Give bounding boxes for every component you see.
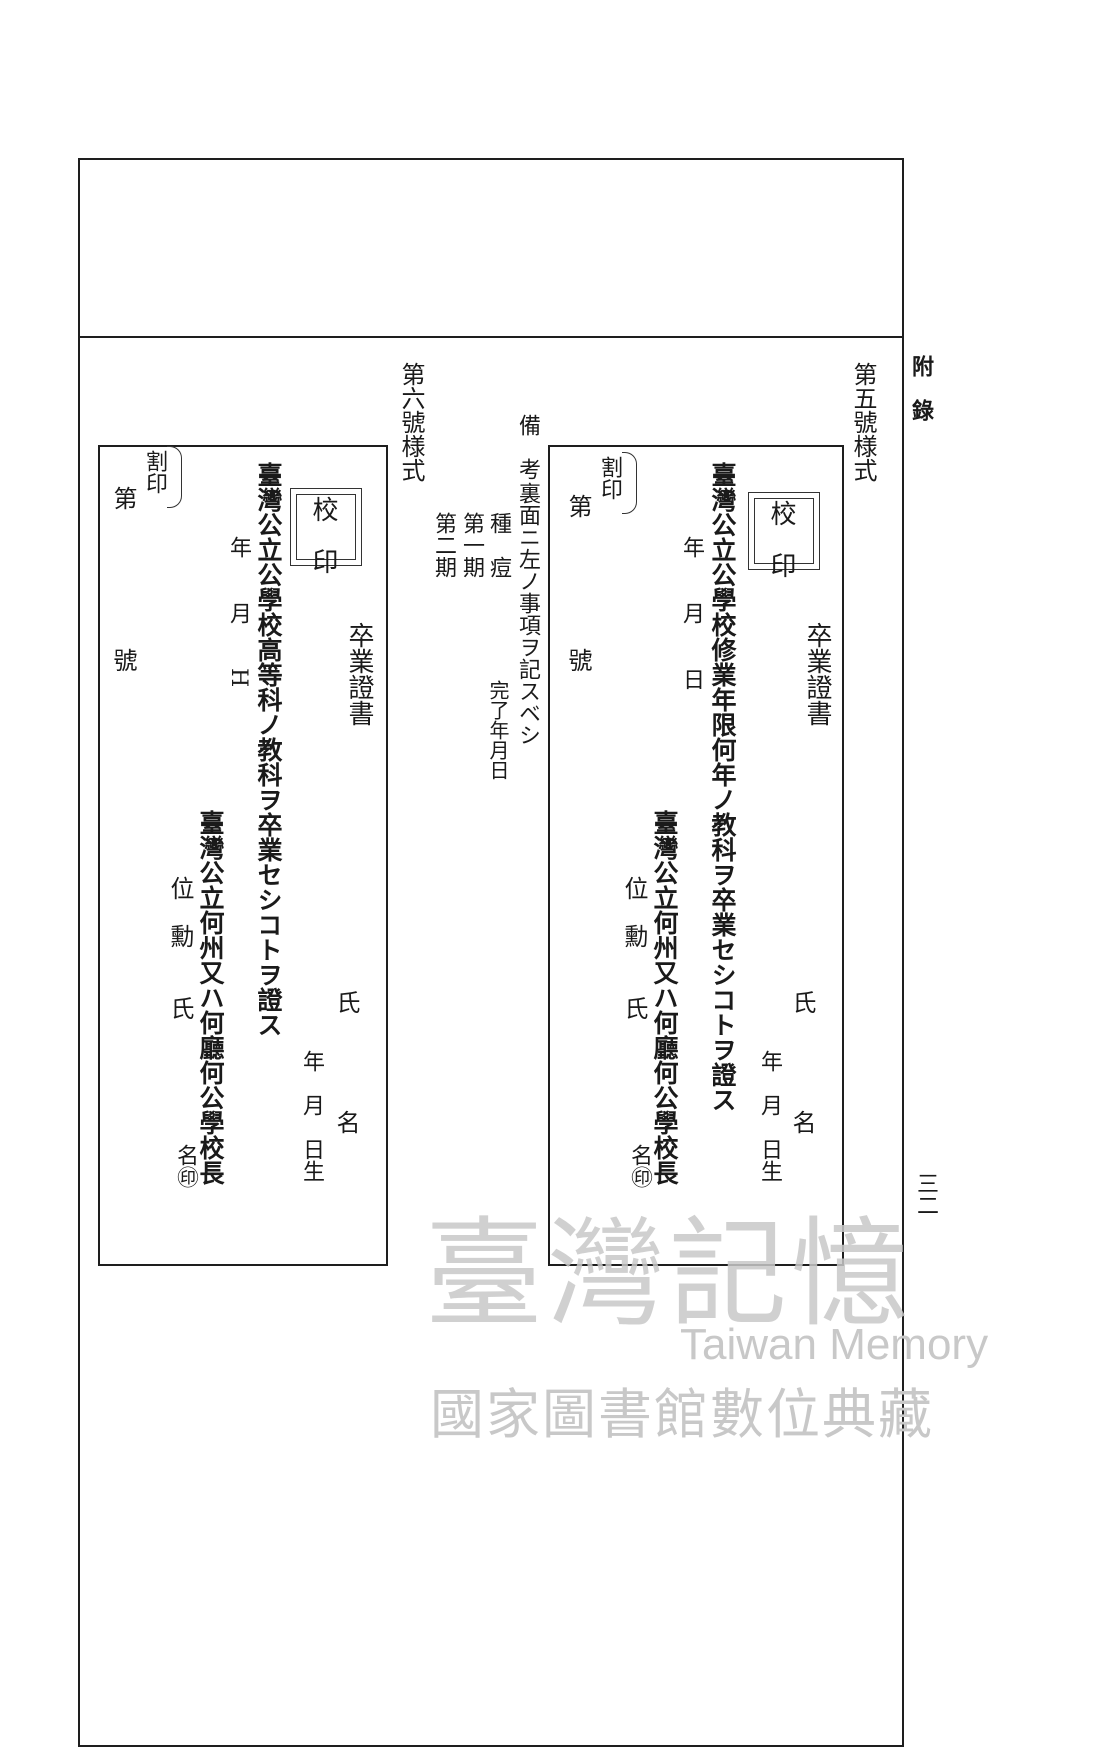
form5-split-seal-label: 割印	[597, 456, 622, 500]
form5-number-label: 第	[564, 494, 592, 518]
notes-item-second-period: 第二期	[431, 512, 456, 578]
form6-signature-line: 名㊞	[173, 1144, 198, 1188]
form5-date-line: 年 月 日	[679, 536, 704, 690]
form5-school-seal: 校 印	[766, 500, 796, 578]
page-number: 三二	[913, 1172, 938, 1216]
notes-intro: 裏面ニ左ノ事項ヲ記スベシ	[515, 482, 540, 746]
form6-split-seal-bracket	[167, 446, 182, 508]
form5-name-line: 氏 名	[788, 990, 816, 1134]
form5-title: 第五號様式	[849, 362, 877, 482]
watermark-calligraphy: 臺灣記憶	[425, 1205, 914, 1343]
watermark-latin: Taiwan Memory	[680, 1320, 989, 1369]
form6-school-seal-box	[290, 488, 362, 566]
form6-date-line: 年 月 H	[226, 536, 251, 688]
form5-school-seal-box	[748, 492, 820, 570]
form5-principal-line: 臺灣公立何州又ハ何廳何公學校長	[650, 810, 679, 1185]
form6-school-seal: 校 印	[308, 496, 338, 574]
notes-title: 備 考	[515, 414, 540, 480]
form6-name-line: 氏 名	[332, 990, 360, 1134]
notes-item-first-period: 第一期	[459, 512, 484, 578]
form5-rank-line: 位 勳 氏	[620, 876, 648, 1020]
watermark-library: 國家圖書館數位典藏	[430, 1385, 934, 1445]
form6-principal-line: 臺灣公立何州又ハ何廳何公學校長	[196, 810, 225, 1185]
section-title: 附 錄	[908, 355, 934, 421]
form5-certificate-box	[548, 445, 844, 1266]
form6-split-seal-label: 割印	[142, 450, 167, 494]
form6-number-label: 第	[109, 486, 137, 510]
form5-cert-title: 卒業證書	[802, 622, 832, 726]
notes-item-vaccination: 種 痘	[486, 512, 511, 578]
form5-body-text: 臺灣公立公學校修業年限何年ノ教科ヲ卒業セシコトヲ證ス	[708, 462, 737, 1112]
form5-signature-line: 名㊞	[627, 1144, 652, 1188]
form6-body-text: 臺灣公立公學校高等科ノ教科ヲ卒業セシコトヲ證ス	[254, 462, 283, 1037]
form6-cert-title: 卒業證書	[344, 622, 374, 726]
form6-certificate-box	[98, 445, 388, 1266]
form5-birth-line: 年 月 日生	[757, 1050, 782, 1182]
form6-number-suffix: 號	[109, 648, 137, 672]
form6-title: 第六號様式	[397, 362, 425, 482]
notes-item-completion-date: 完了年月日	[486, 680, 510, 780]
form5-number-suffix: 號	[564, 648, 592, 672]
header-divider	[78, 336, 904, 338]
form6-birth-line: 年 月 日生	[299, 1050, 324, 1182]
form5-split-seal-bracket	[622, 452, 637, 514]
form6-rank-line: 位 勳 氏	[166, 876, 194, 1020]
